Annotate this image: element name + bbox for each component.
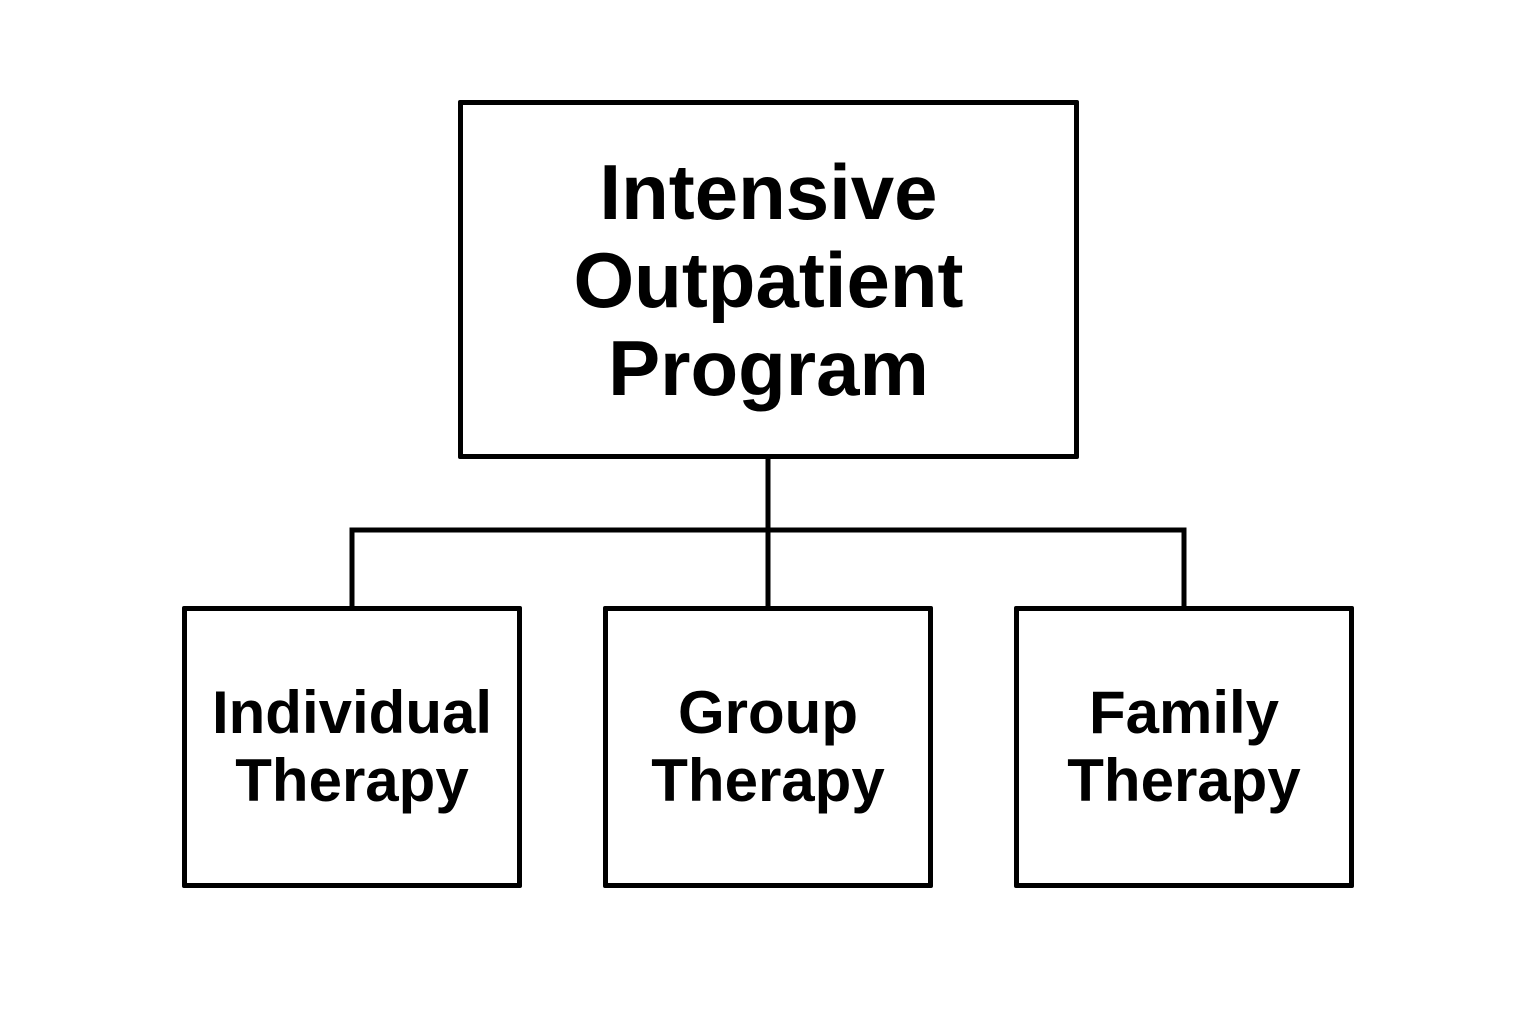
group-label-line-1: Group [678, 679, 858, 746]
root-node-intensive-outpatient-program: Intensive Outpatient Program [458, 100, 1079, 459]
individual-label-line-1: Individual [211, 679, 493, 746]
individual-label-line-2: Therapy [235, 747, 469, 814]
root-label-line-2: Outpatient [573, 235, 964, 324]
family-label-line-1: Family [1088, 679, 1280, 746]
child-node-group-therapy: Group Therapy [603, 606, 933, 888]
child-node-individual-therapy: Individual Therapy [182, 606, 522, 888]
root-label-line-1: Intensive [599, 147, 938, 236]
root-label-line-3: Program [608, 323, 929, 412]
family-label-line-2: Therapy [1067, 747, 1301, 814]
group-label-line-2: Therapy [651, 747, 885, 814]
child-node-family-therapy: Family Therapy [1014, 606, 1354, 888]
